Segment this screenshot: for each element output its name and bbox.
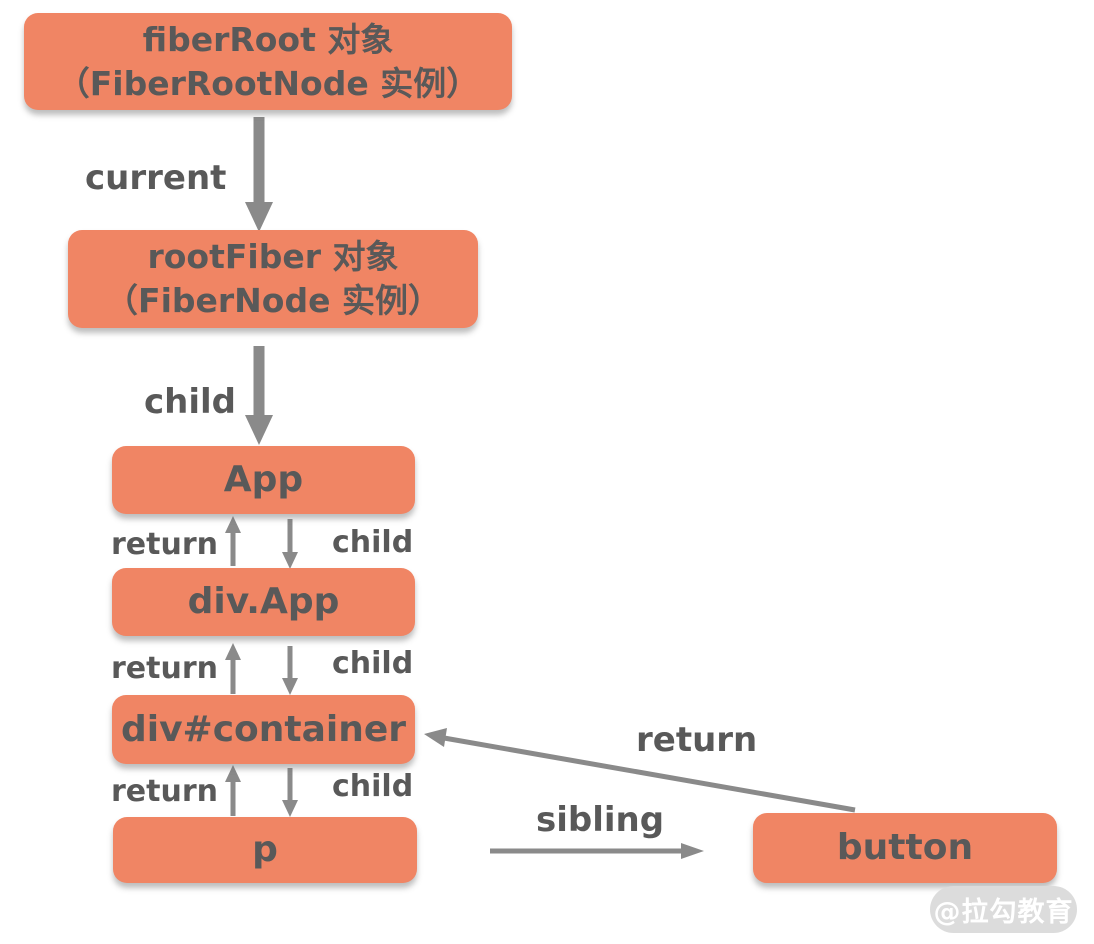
child-arrow-2 bbox=[282, 646, 298, 695]
node-root-fiber-line1: rootFiber 对象 bbox=[147, 237, 399, 277]
node-fiber-root-line1: fiberRoot 对象 bbox=[142, 19, 394, 59]
node-fiber-root: fiberRoot 对象 （FiberRootNode 实例） bbox=[24, 13, 512, 110]
node-div-container: div#container bbox=[112, 695, 415, 764]
edge-label-return-3: return bbox=[111, 774, 218, 809]
node-button-label: button bbox=[836, 827, 974, 869]
node-p: p bbox=[113, 817, 417, 883]
edge-label-return-1: return bbox=[111, 527, 218, 562]
return-arrow-2 bbox=[225, 643, 241, 694]
node-root-fiber-line2: （FiberNode 实例） bbox=[105, 281, 441, 320]
child-arrow-1 bbox=[282, 519, 298, 569]
edge-label-sibling: sibling bbox=[536, 800, 665, 840]
child-arrow-root bbox=[245, 346, 273, 445]
return-arrow-3 bbox=[225, 765, 241, 816]
node-div-app: div.App bbox=[112, 568, 415, 636]
node-root-fiber: rootFiber 对象 （FiberNode 实例） bbox=[68, 230, 478, 328]
edge-label-return-2: return bbox=[111, 651, 218, 686]
node-div-container-label: div#container bbox=[120, 708, 407, 750]
node-app-label: App bbox=[223, 459, 304, 501]
node-button: button bbox=[753, 813, 1057, 883]
edge-label-return-button: return bbox=[636, 720, 758, 760]
return-arrow-1 bbox=[225, 516, 241, 566]
node-p-label: p bbox=[252, 829, 278, 871]
edge-label-child-3: child bbox=[332, 769, 414, 804]
edge-label-child-1: child bbox=[332, 525, 414, 560]
edge-label-current: current bbox=[85, 158, 227, 198]
current-arrow bbox=[245, 117, 273, 232]
edge-label-child-2: child bbox=[332, 646, 414, 681]
edge-label-child-root: child bbox=[144, 382, 237, 422]
child-arrow-3 bbox=[282, 768, 298, 817]
node-div-app-label: div.App bbox=[187, 581, 340, 623]
node-app: App bbox=[112, 446, 415, 514]
watermark-badge: @拉勾教育 bbox=[930, 886, 1077, 933]
node-fiber-root-line2: （FiberRootNode 实例） bbox=[56, 63, 480, 103]
sibling-arrow bbox=[490, 843, 704, 859]
